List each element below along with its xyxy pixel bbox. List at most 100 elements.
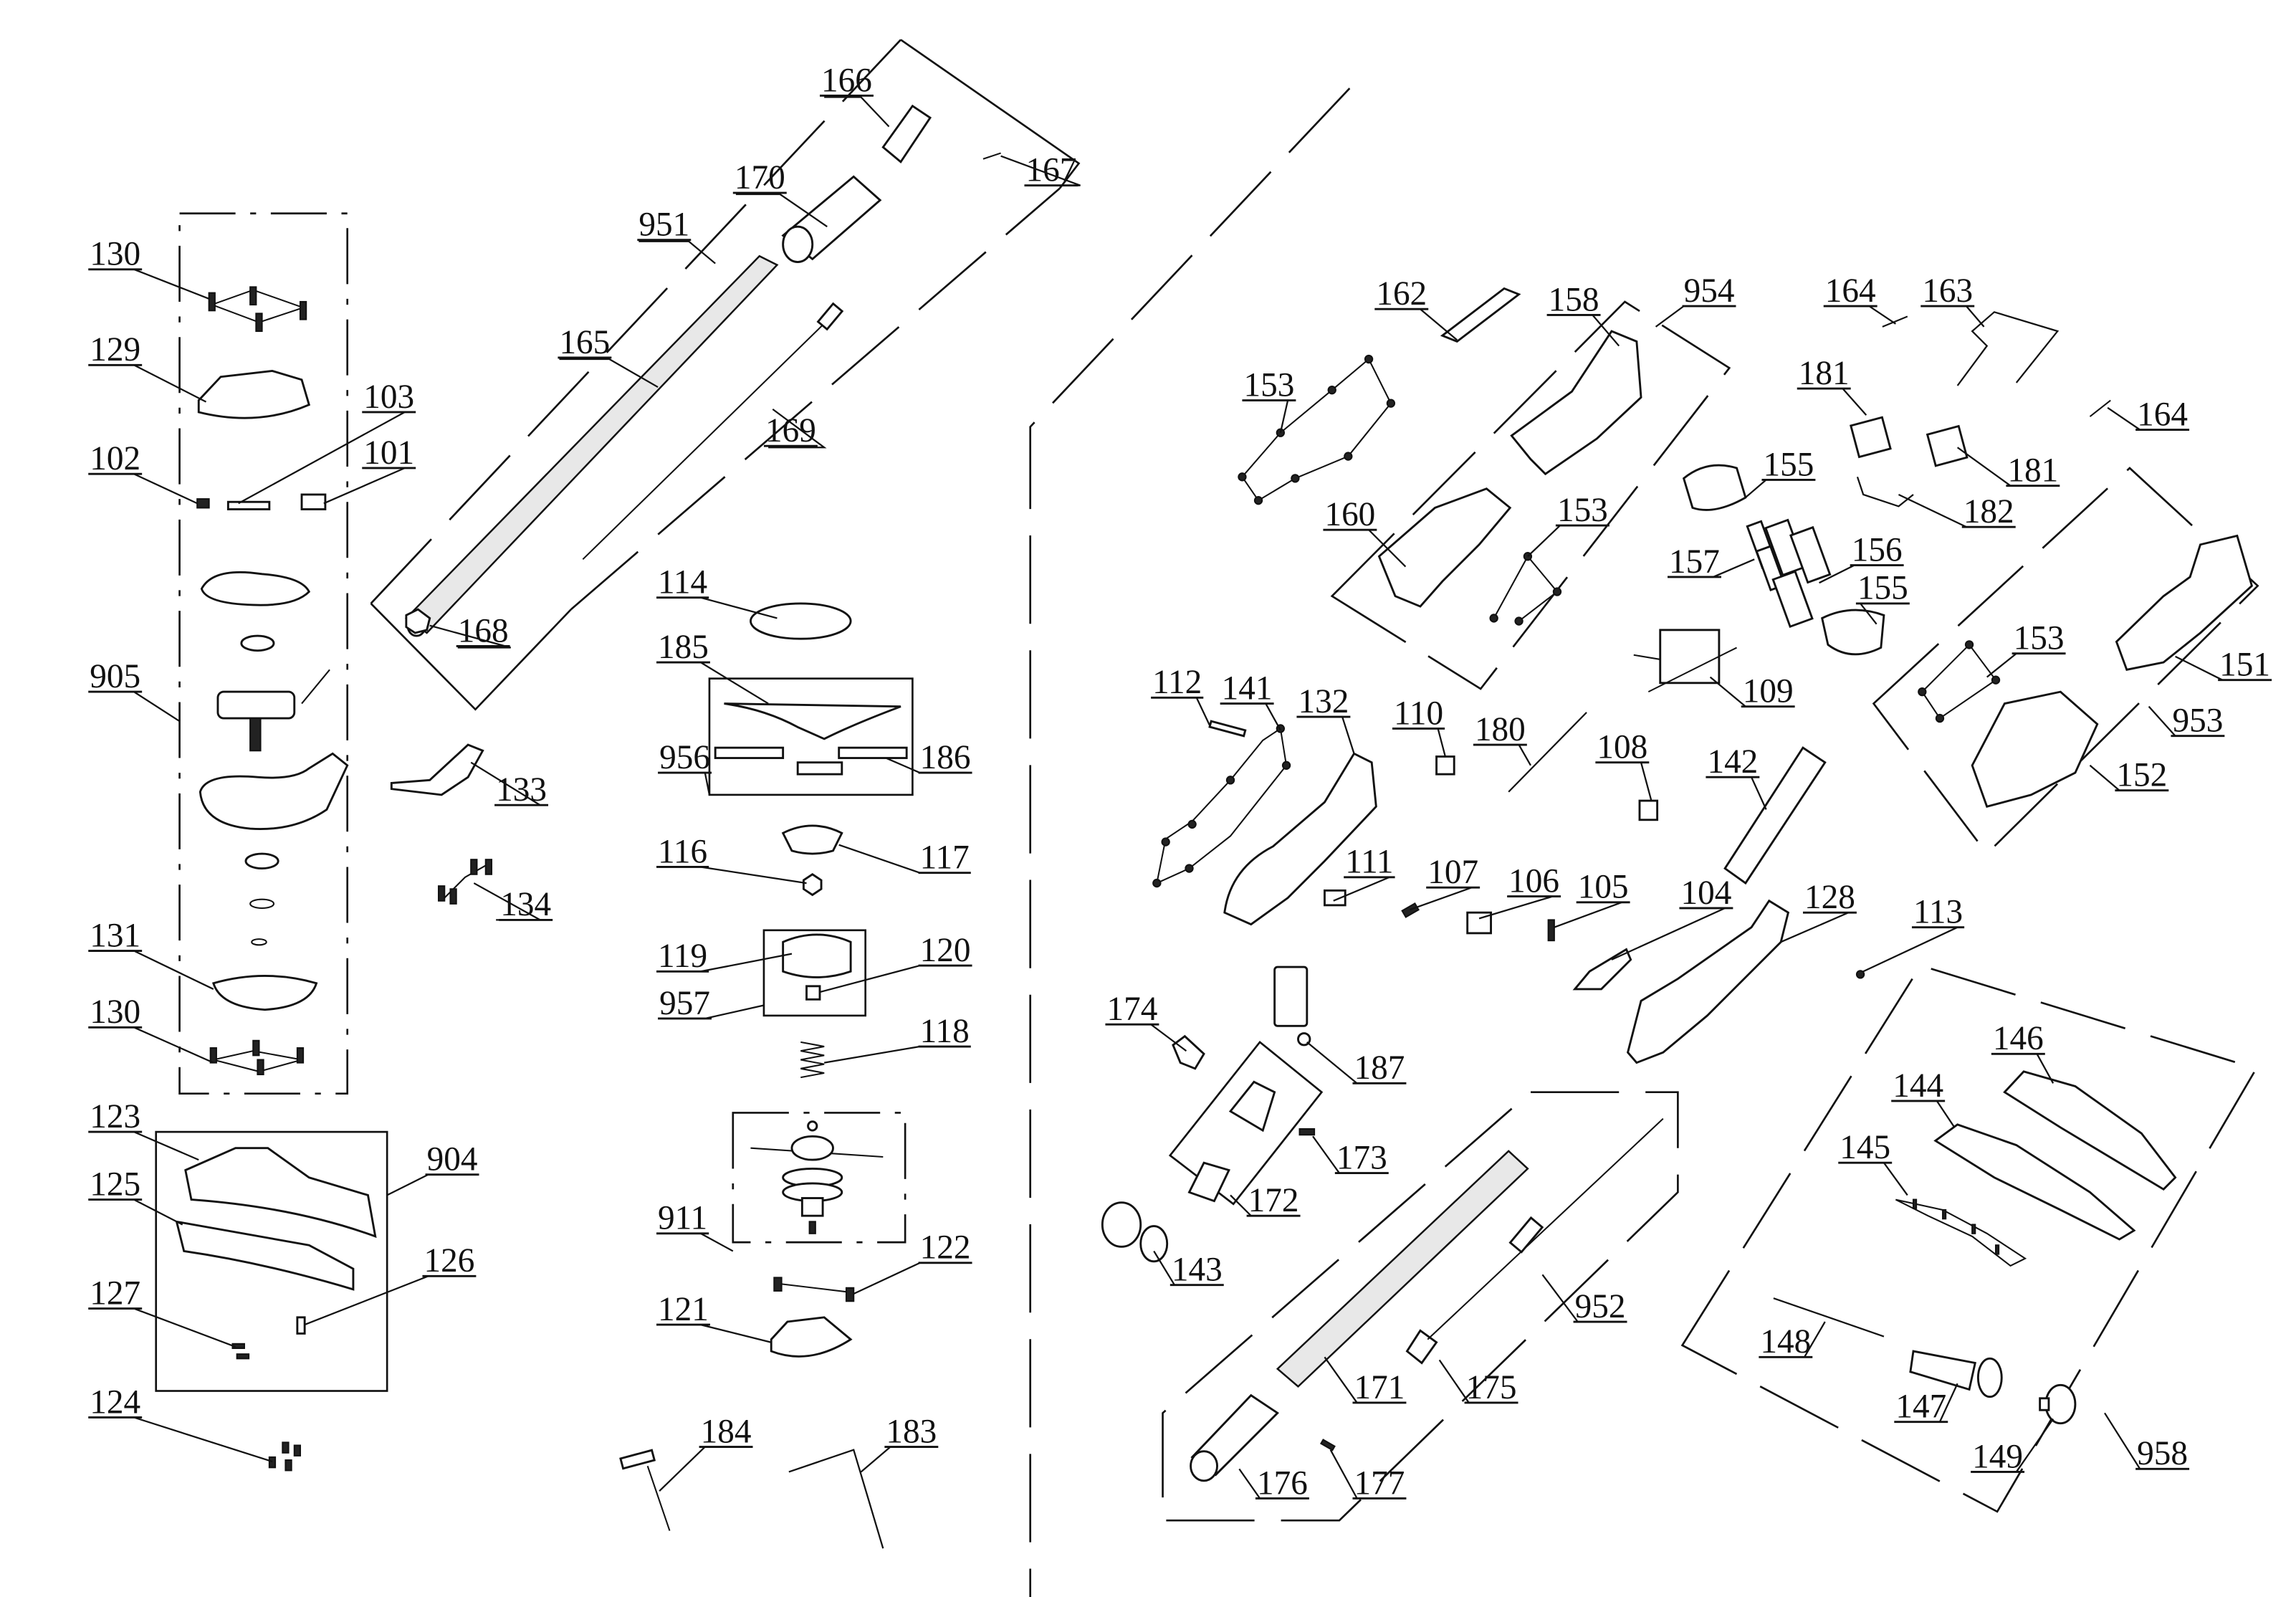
part-144-handle-half (1933, 1123, 2136, 1241)
part-187-key (1273, 966, 1311, 1047)
label-163: 163 (1922, 272, 1973, 310)
label-128: 128 (1804, 879, 1855, 916)
label-126: 126 (424, 1242, 475, 1279)
label-172: 172 (1248, 1182, 1299, 1219)
section-divider (1029, 87, 1351, 1597)
group-951-outline (370, 602, 572, 711)
part-142-grip-tube (1723, 746, 1827, 885)
label-170: 170 (735, 159, 785, 196)
label-132: 132 (1298, 683, 1349, 720)
part-114-flange (750, 602, 852, 640)
label-102: 102 (90, 440, 140, 477)
part-bearing-bottom (244, 852, 279, 869)
part-126-clip (296, 1316, 306, 1335)
label-130-top: 130 (90, 236, 140, 273)
label-123: 123 (90, 1098, 140, 1135)
group-951-side-a (370, 39, 901, 604)
label-104: 104 (1680, 874, 1731, 912)
label-149: 149 (1972, 1438, 2023, 1475)
part-111-lock-button (1324, 889, 1346, 907)
label-112: 112 (1152, 664, 1202, 701)
label-956: 956 (659, 739, 710, 776)
part-132-handle-half (1223, 752, 1377, 926)
label-958: 958 (2137, 1435, 2188, 1472)
part-148-bolt (1773, 1297, 1885, 1338)
part-186-blade-pad-left (714, 746, 785, 759)
part-181-terminal-right (1926, 424, 1969, 467)
group-951-side-b (570, 187, 1061, 611)
part-153-screws-mid (1489, 552, 1562, 626)
part-105-pin (1547, 919, 1555, 942)
part-156-cells (1764, 518, 1832, 629)
label-134: 134 (500, 886, 551, 923)
part-130-screws-top (208, 286, 307, 333)
label-176: 176 (1257, 1464, 1308, 1502)
part-162-label-strip (1440, 287, 1521, 343)
label-143: 143 (1172, 1252, 1223, 1289)
part-130-screws-bottom (209, 1039, 305, 1076)
label-164-right: 164 (2137, 396, 2188, 433)
label-117: 117 (920, 839, 970, 877)
part-labels: 166 167 170 951 165 169 168 130 129 103 … (90, 62, 2270, 1502)
label-158: 158 (1549, 281, 1599, 318)
label-177: 177 (1354, 1464, 1405, 1502)
part-182-clip (1856, 476, 1914, 507)
label-155-top: 155 (1764, 446, 1814, 483)
label-951: 951 (638, 206, 689, 244)
part-120-nut (805, 985, 821, 1001)
label-174: 174 (1106, 991, 1157, 1028)
part-123-guard-top (184, 1147, 377, 1239)
part-109-circuit-board (1633, 629, 1737, 693)
part-151-battery-housing (2115, 534, 2254, 671)
part-153-screws-left (1238, 354, 1396, 505)
part-160-housing-half (1377, 487, 1512, 608)
label-166: 166 (821, 62, 872, 99)
label-904: 904 (427, 1141, 478, 1178)
label-169: 169 (765, 412, 816, 449)
part-166-coupler (881, 104, 932, 164)
label-122: 122 (920, 1229, 971, 1267)
label-103: 103 (363, 378, 414, 416)
label-113: 113 (1913, 894, 1963, 931)
part-164-screw-right (2089, 399, 2111, 417)
part-186-blade-pad-right (838, 746, 908, 759)
group-911-outline (732, 1112, 907, 1244)
part-176-adapter (1190, 1393, 1279, 1482)
label-119: 119 (658, 938, 707, 975)
part-174-knob (1172, 1034, 1205, 1070)
label-953: 953 (2172, 702, 2223, 740)
label-144: 144 (1893, 1067, 1943, 1105)
label-127: 127 (90, 1274, 140, 1312)
part-motor-housing (198, 752, 349, 830)
group-952-outline (1162, 1091, 1679, 1522)
label-121: 121 (658, 1291, 709, 1328)
part-143-clamp (1101, 1201, 1169, 1263)
label-107: 107 (1427, 854, 1478, 891)
part-183-hex-key (788, 1449, 884, 1549)
part-163-bail (1956, 311, 2060, 386)
label-underlines (88, 95, 2272, 1500)
part-145-screws (1895, 1198, 2027, 1267)
part-173-screw (1298, 1128, 1316, 1136)
group-904-outline (155, 1130, 388, 1392)
part-169-cable (582, 302, 844, 561)
part-124-screws (268, 1441, 302, 1472)
part-106-lever (1466, 911, 1492, 935)
label-957: 957 (659, 985, 710, 1022)
part-motor-rotor (216, 669, 330, 752)
part-164-screw-top (1882, 315, 1908, 328)
part-181-terminal-left (1850, 416, 1892, 459)
label-133: 133 (496, 771, 547, 809)
part-104-trigger (1572, 948, 1632, 991)
part-circlip (249, 898, 275, 910)
part-117-cup (781, 824, 843, 855)
part-170-grip (781, 175, 882, 263)
label-142: 142 (1707, 743, 1758, 781)
part-122-line-guides (773, 1277, 855, 1302)
part-116-nut (802, 873, 823, 897)
label-187: 187 (1354, 1049, 1405, 1087)
label-105: 105 (1578, 869, 1629, 906)
part-155-cap-top (1682, 464, 1747, 511)
label-114: 114 (658, 564, 707, 601)
